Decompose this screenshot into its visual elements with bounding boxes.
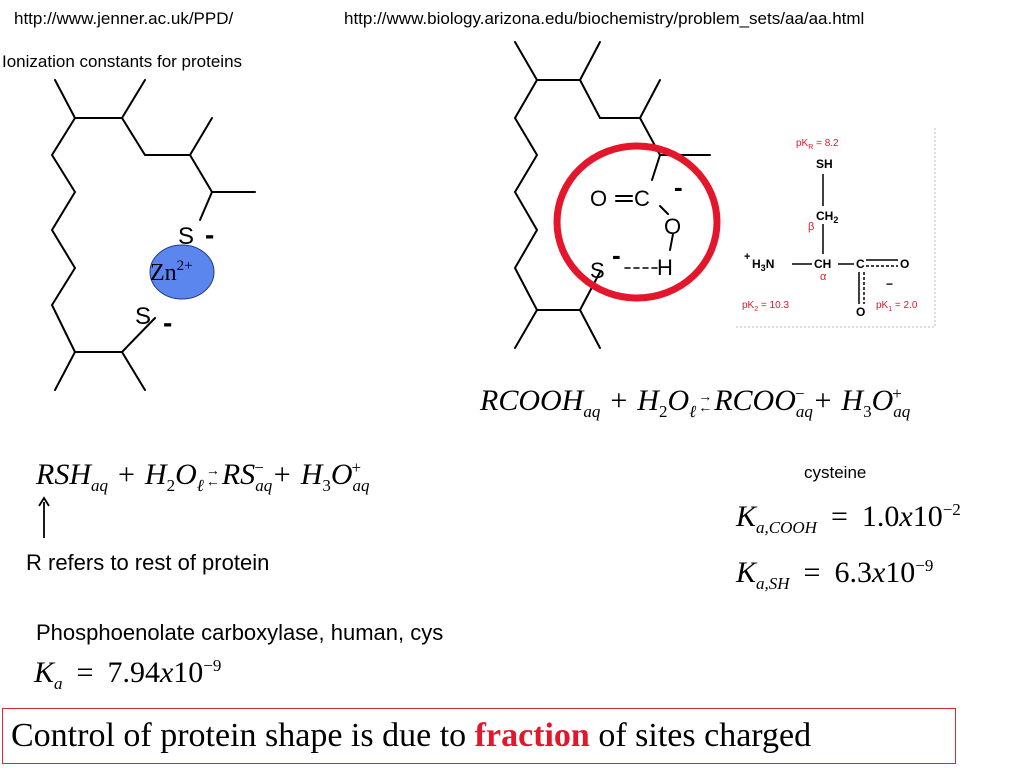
bottom-o-label: O [856, 305, 865, 319]
conclusion-before: Control of protein shape is due to [11, 717, 475, 754]
o-right-label: O [664, 214, 681, 239]
ka-sh: Ka,SH=6.3x10−9 [736, 556, 934, 593]
ka-pepc: Ka=7.94x10−9 [34, 656, 222, 693]
carboxylate-minus: − [886, 277, 893, 291]
alpha-label: α [820, 271, 827, 283]
url-left[interactable]: http://www.jenner.ac.uk/PPD/ [14, 9, 234, 28]
h-label: H [657, 255, 673, 280]
c-label: C [634, 186, 650, 211]
subtitle: Ionization constants for proteins [2, 52, 243, 71]
h3n-label: H3N [752, 257, 774, 273]
up-arrow-icon [38, 496, 50, 538]
ka-cooh: Ka,COOH=1.0x10−2 [736, 500, 961, 537]
hbond-diagram: O C - O S - H [513, 41, 721, 349]
beta-label: β [808, 221, 814, 233]
ammonium-plus: + [744, 251, 750, 263]
hbond-highlight-circle [553, 142, 721, 302]
cysteine-label: cysteine [804, 463, 867, 482]
s-top-label: S [178, 223, 194, 250]
equilibrium-arrows-icon: →← [205, 464, 220, 491]
alpha-ch-label: CH [814, 257, 831, 271]
pk1-label: pK1 = 2.0 [876, 300, 918, 313]
pk2-label: pK2 = 10.3 [742, 300, 789, 313]
conclusion-after: of sites charged [589, 717, 812, 754]
equilibrium-arrows-icon: →← [698, 390, 713, 417]
cysteine-structure: pKR = 8.2 pK2 = 10.3 pK1 = 2.0 β α SH CH… [736, 128, 936, 328]
carboxyl-equilibrium: RCOOHaq+H2Oℓ→←RCOOaq−+H3Oaq+ [480, 384, 911, 421]
ch2-label: CH2 [816, 209, 838, 225]
carboxyl-c-label: C [856, 257, 865, 271]
thiol-equilibrium: RSHaq+H2Oℓ→←RSaq−+H3Oaq+ [36, 458, 370, 495]
r-note: R refers to rest of protein [26, 550, 270, 575]
pepc-label: Phosphoenolate carboxylase, human, cys [36, 620, 444, 645]
sh-label: SH [816, 157, 833, 171]
s-label: S [590, 258, 605, 283]
s-bottom-minus: - [163, 307, 172, 338]
zn-label: Zn2+ [150, 258, 193, 286]
conclusion-highlight: fraction [474, 717, 590, 754]
zn-ion [149, 244, 215, 300]
carbonyl-o-label: O [900, 257, 909, 271]
zn-binding-diagram: S - Zn2+ S - [50, 79, 256, 391]
o-left-label: O [590, 186, 607, 211]
s-minus: - [612, 240, 621, 270]
carboxylate-minus: - [674, 172, 683, 202]
s-bottom-label: S [135, 303, 151, 330]
conclusion-box: Control of protein shape is due to fract… [2, 708, 956, 764]
s-top-minus: - [205, 219, 214, 250]
url-right[interactable]: http://www.biology.arizona.edu/biochemis… [344, 9, 865, 28]
pkr-label: pKR = 8.2 [796, 138, 839, 151]
